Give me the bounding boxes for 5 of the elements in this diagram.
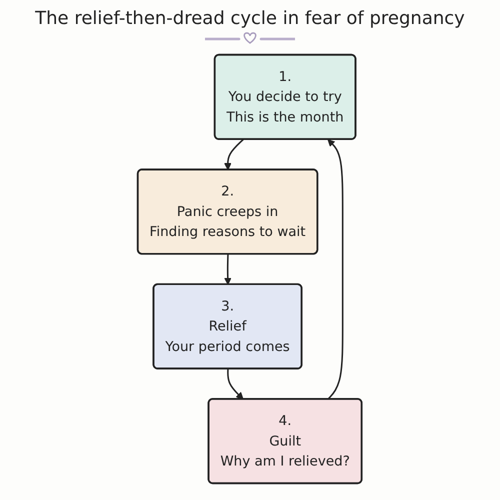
arrow — [328, 139, 344, 400]
arrow — [224, 254, 232, 285]
arrow — [224, 138, 244, 170]
arrow — [227, 368, 244, 400]
title: The relief-then-dread cycle in fear of pregnancy — [35, 8, 465, 29]
